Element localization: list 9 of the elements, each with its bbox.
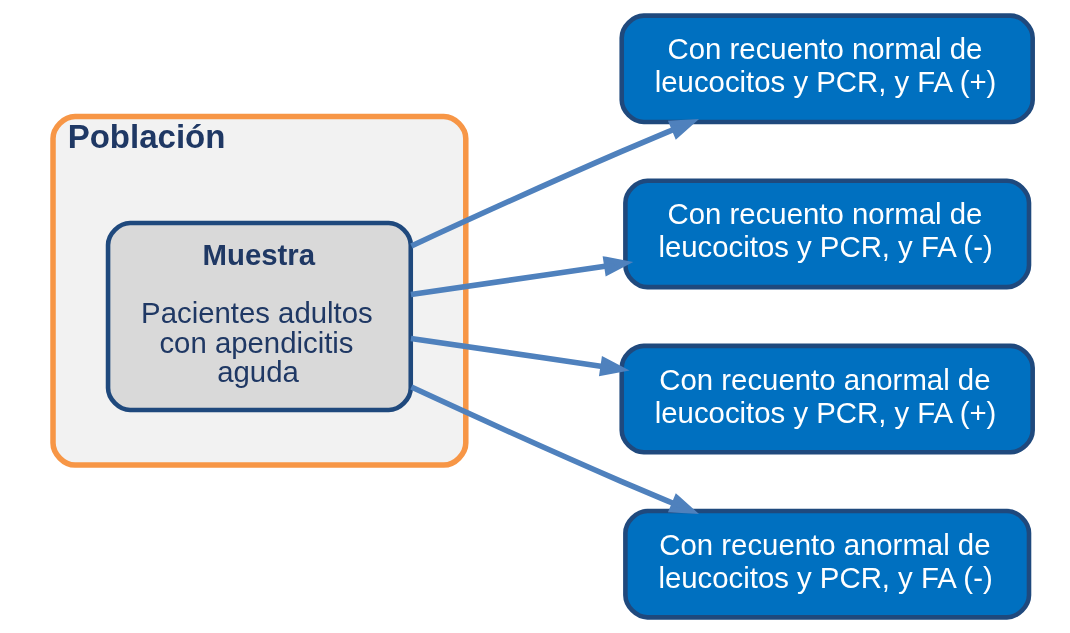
arrow [410,256,633,298]
node-box: Muestra Pacientes adultos con apendicitis aguda [105,220,413,413]
arrow [410,335,630,377]
node-box: Con recuento anormal de leucocitos y PCR, y FA (-) [622,508,1031,620]
arrow [409,384,699,514]
node-box: Con recuento normal de leucocitos y PCR, y FA (-) [622,178,1031,290]
arrow [409,119,699,249]
node-box: Con recuento normal de leucocitos y PCR, y FA (+) [618,13,1035,125]
node-box: Con recuento anormal de leucocitos y PCR, y FA (+) [618,343,1035,455]
